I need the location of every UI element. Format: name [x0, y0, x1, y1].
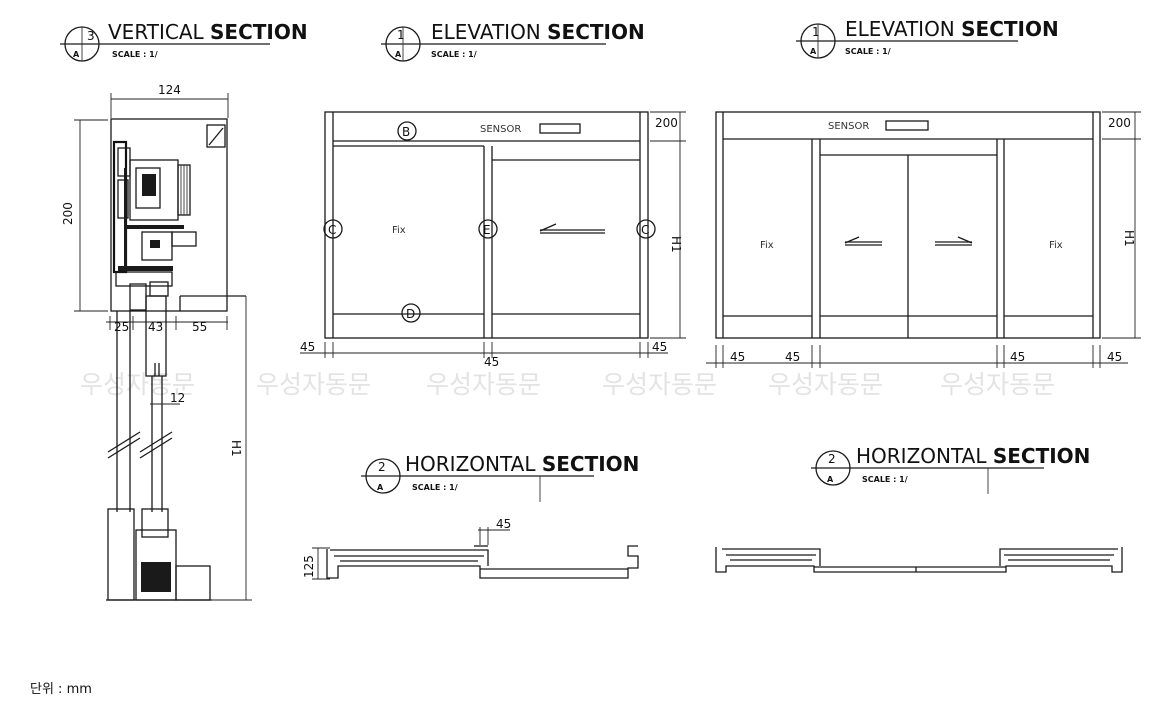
- watermark-text: 우성자동문: [940, 370, 1055, 399]
- watermark-text: 우성자동문: [256, 370, 371, 399]
- title-elevation-1: 1 A ELEVATION SECTION SCALE : 1/: [381, 20, 645, 62]
- view-title: ELEVATION SECTION: [845, 17, 1059, 41]
- dim-right-label: H1: [669, 236, 683, 253]
- fix-label-left: Fix: [760, 240, 774, 251]
- dim-glass: 12: [170, 391, 185, 405]
- scale-label: SCALE : 1/: [431, 50, 477, 59]
- section-marker-c-right: C: [636, 219, 656, 239]
- title-horizontal-2: 2 A HORIZONTAL SECTION SCALE : 1/: [811, 444, 1090, 494]
- title-vertical-section: 3 A VERTICAL SECTION SCALE : 1/: [60, 20, 308, 62]
- dim-gap-a: 25: [114, 320, 129, 334]
- vertical-section-drawing: 124 200: [61, 83, 252, 601]
- svg-text:C: C: [641, 223, 649, 237]
- watermark: 우성자동문 우성자동문 우성자동문 우성자동문 우성자동문 우성자동문: [80, 370, 1055, 399]
- section-marker-d: D: [401, 303, 421, 323]
- dim-d1: 45: [730, 350, 745, 364]
- horizontal-1-drawing: 125 45: [302, 517, 639, 580]
- dim-left: 45: [300, 340, 315, 354]
- dim-top-height: 200: [1108, 116, 1131, 130]
- sensor-label: SENSOR: [480, 124, 521, 135]
- dim-h1: H1: [229, 440, 243, 457]
- view-title: ELEVATION SECTION: [431, 20, 645, 44]
- dim-d2: 45: [785, 350, 800, 364]
- svg-text:B: B: [402, 125, 410, 139]
- sensor-icon: [539, 123, 581, 134]
- scale-label: SCALE : 1/: [862, 475, 908, 484]
- detail-number: 3: [87, 29, 95, 43]
- dim-top-height: 200: [655, 116, 678, 130]
- dim-right-label: H1: [1122, 230, 1136, 247]
- watermark-text: 우성자동문: [768, 370, 883, 399]
- svg-text:C: C: [328, 223, 336, 237]
- dim-right: 45: [652, 340, 667, 354]
- view-title: VERTICAL SECTION: [108, 20, 308, 44]
- sensor-label: SENSOR: [828, 121, 869, 132]
- detail-sub: A: [377, 483, 384, 492]
- section-marker-e: E: [478, 219, 498, 239]
- title-elevation-2: 1 A ELEVATION SECTION SCALE : 1/: [796, 17, 1059, 59]
- unit-label: 단위 : mm: [30, 682, 92, 697]
- watermark-text: 우성자동문: [602, 370, 717, 399]
- elevation-1-drawing: SENSOR Fix B C E C D: [300, 111, 686, 369]
- watermark-text: 우성자동문: [80, 370, 195, 399]
- detail-sub: A: [395, 50, 402, 59]
- title-horizontal-1: 2 A HORIZONTAL SECTION SCALE : 1/: [361, 452, 639, 502]
- detail-number: 2: [828, 452, 836, 466]
- dim-width: 124: [158, 83, 181, 97]
- arrow-left-icon: [539, 223, 605, 234]
- dim-d4: 45: [1107, 350, 1122, 364]
- dim-d3: 45: [1010, 350, 1025, 364]
- arrow-left-icon: [844, 236, 882, 246]
- scale-label: SCALE : 1/: [412, 483, 458, 492]
- detail-number: 1: [397, 28, 405, 42]
- detail-number: 1: [812, 25, 820, 39]
- section-marker-b: B: [397, 121, 417, 141]
- watermark-text: 우성자동문: [426, 370, 541, 399]
- svg-text:E: E: [483, 223, 491, 237]
- dim-offset: 45: [496, 517, 511, 531]
- dim-gap-c: 55: [192, 320, 207, 334]
- dim-center: 45: [484, 355, 499, 369]
- detail-number: 2: [378, 460, 386, 474]
- detail-sub: A: [827, 475, 834, 484]
- svg-text:D: D: [406, 307, 415, 321]
- view-title: HORIZONTAL SECTION: [405, 452, 639, 476]
- dim-height: 200: [61, 202, 75, 225]
- view-title: HORIZONTAL SECTION: [856, 444, 1090, 468]
- fix-label: Fix: [392, 225, 406, 236]
- detail-sub: A: [73, 50, 80, 59]
- scale-label: SCALE : 1/: [112, 50, 158, 59]
- dim-gap-b: 43: [148, 320, 163, 334]
- dim-depth: 125: [302, 555, 316, 578]
- elevation-2-drawing: SENSOR Fix Fix 200 H1 45 45 45: [706, 111, 1141, 368]
- sensor-icon: [885, 120, 929, 131]
- horizontal-2-drawing: [715, 547, 1123, 573]
- detail-sub: A: [810, 47, 817, 56]
- fix-label-right: Fix: [1049, 240, 1063, 251]
- scale-label: SCALE : 1/: [845, 47, 891, 56]
- arrow-right-icon: [935, 236, 973, 246]
- section-marker-c-left: C: [323, 219, 343, 239]
